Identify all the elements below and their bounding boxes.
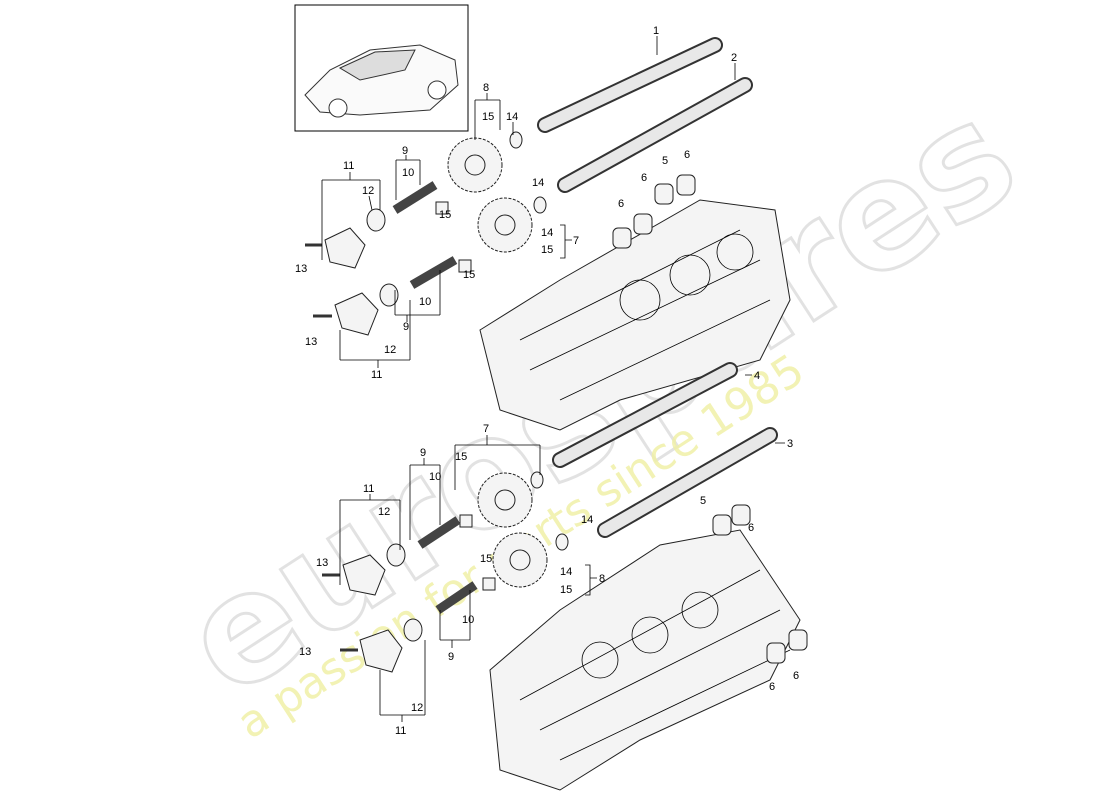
- callout-11: 11: [395, 725, 406, 737]
- callout-15: 15: [560, 584, 572, 596]
- callout-8: 8: [599, 573, 605, 585]
- callout-15: 15: [480, 553, 492, 565]
- callout-labels: 1 2 8 15 14 6 5 9 10 11 12 14 6 6 15 14 …: [295, 25, 799, 737]
- callout-11: 11: [343, 160, 354, 172]
- callout-11: 11: [363, 483, 374, 495]
- leader-lines: [321, 36, 785, 722]
- callout-2: 2: [731, 52, 737, 64]
- callout-13: 13: [316, 557, 328, 569]
- camshaft-adjuster-8-lower: [492, 532, 548, 588]
- camshaft-adjuster-7-upper: [477, 197, 533, 253]
- callout-14: 14: [506, 111, 518, 123]
- callout-14: 14: [560, 566, 572, 578]
- callout-15: 15: [541, 244, 553, 256]
- callout-7: 7: [573, 235, 579, 247]
- callout-6: 6: [748, 522, 754, 534]
- callout-15: 15: [463, 269, 475, 281]
- callout-13: 13: [305, 336, 317, 348]
- callout-12: 12: [378, 506, 390, 518]
- camshaft-4: [552, 362, 738, 468]
- callout-6: 6: [641, 172, 647, 184]
- camshaft-adjuster-7-lower: [477, 472, 533, 528]
- camshaft-1: [537, 37, 723, 133]
- caps: [612, 174, 808, 664]
- callout-9: 9: [448, 651, 454, 663]
- callout-6: 6: [793, 670, 799, 682]
- callout-5: 5: [700, 495, 706, 507]
- callout-13: 13: [295, 263, 307, 275]
- callout-15: 15: [455, 451, 467, 463]
- callout-8: 8: [483, 82, 489, 94]
- callout-11: 11: [371, 369, 382, 381]
- callout-9: 9: [402, 145, 408, 157]
- callout-5: 5: [662, 155, 668, 167]
- callout-1: 1: [653, 25, 659, 37]
- callout-6: 6: [684, 149, 690, 161]
- callout-15: 15: [482, 111, 494, 123]
- seal-rings: [366, 131, 569, 642]
- callout-15: 15: [439, 209, 451, 221]
- callout-10: 10: [419, 296, 431, 308]
- callout-9: 9: [403, 321, 409, 333]
- camshaft-2: [557, 77, 753, 193]
- solenoid-housings: [305, 227, 403, 673]
- callout-6: 6: [618, 198, 624, 210]
- callout-10: 10: [402, 167, 414, 179]
- callout-14: 14: [581, 514, 593, 526]
- callout-12: 12: [362, 185, 374, 197]
- callout-6: 6: [769, 681, 775, 693]
- callout-9: 9: [420, 447, 426, 459]
- callout-14: 14: [541, 227, 553, 239]
- vehicle-thumbnail: [294, 4, 469, 132]
- camshaft-3: [597, 427, 778, 538]
- camshaft-adjuster-8-upper: [447, 137, 503, 193]
- callout-12: 12: [384, 344, 396, 356]
- callout-7: 7: [483, 423, 489, 435]
- callout-13: 13: [299, 646, 311, 658]
- callout-14: 14: [532, 177, 544, 189]
- callout-3: 3: [787, 438, 793, 450]
- callout-10: 10: [429, 471, 441, 483]
- callout-4: 4: [754, 370, 760, 382]
- callout-10: 10: [462, 614, 474, 626]
- control-valves: [392, 181, 478, 614]
- callout-12: 12: [411, 702, 423, 714]
